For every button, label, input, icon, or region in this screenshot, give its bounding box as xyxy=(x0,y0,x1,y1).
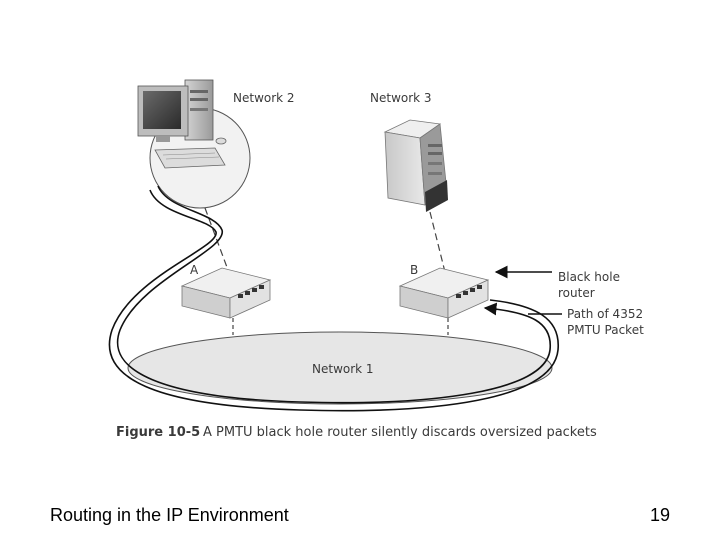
black-hole-label-line1: Black hole xyxy=(558,270,620,284)
network-1-segment xyxy=(127,331,553,405)
router-a-label: A xyxy=(190,263,199,277)
slide-page-number: 19 xyxy=(649,505,670,525)
path-label-line1: Path of 4352 xyxy=(567,307,643,321)
slide-footer-title: Routing in the IP Environment xyxy=(50,505,289,525)
path-label-line2: PMTU Packet xyxy=(567,323,644,337)
router-b-icon xyxy=(398,267,490,319)
router-a-icon xyxy=(180,267,272,319)
figure-number: Figure 10-5 xyxy=(116,425,200,440)
network-1-label: Network 1 xyxy=(312,362,374,376)
network-3-label: Network 3 xyxy=(370,91,432,105)
pmtu-packet-path xyxy=(108,185,559,412)
figure-caption: A PMTU black hole router silently discar… xyxy=(203,425,597,440)
desktop-computer-icon xyxy=(137,79,227,169)
network-2-label: Network 2 xyxy=(233,91,295,105)
router-b-label: B xyxy=(410,263,418,277)
black-hole-label-line2: router xyxy=(558,286,595,300)
server-icon xyxy=(383,119,448,212)
link-network3-router-b xyxy=(429,211,446,273)
